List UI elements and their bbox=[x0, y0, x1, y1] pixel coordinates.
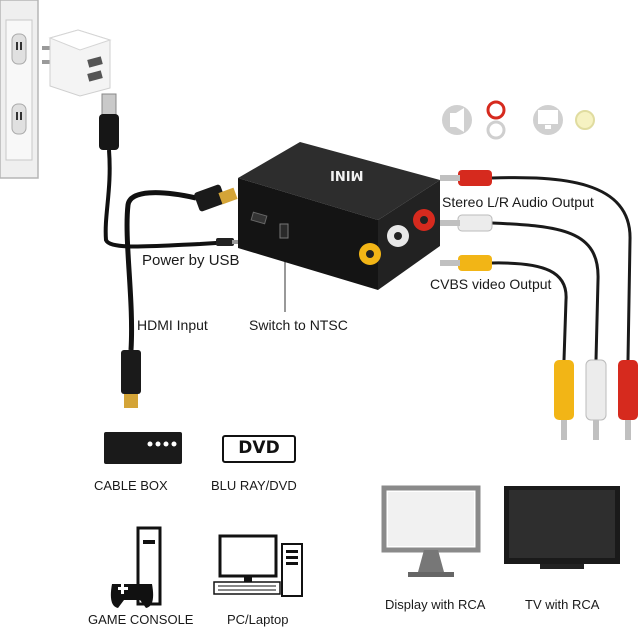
video-jack-icon bbox=[575, 110, 595, 130]
dvd-icon: DVD bbox=[222, 435, 296, 463]
stereo-output-label: Stereo L/R Audio Output bbox=[442, 194, 594, 210]
switch-ntsc-label: Switch to NTSC bbox=[249, 317, 348, 333]
source-label-cable-box: CABLE BOX bbox=[94, 478, 168, 493]
power-usb-label: Power by USB bbox=[142, 252, 240, 269]
monitor-icon bbox=[381, 485, 481, 577]
wall-outlet-icon bbox=[0, 0, 39, 179]
source-label-pc: PC/Laptop bbox=[227, 612, 289, 627]
cable-box-icon bbox=[104, 432, 182, 464]
usb-cable-icon bbox=[99, 93, 242, 249]
hdmi-cable-icon bbox=[121, 184, 238, 408]
cvbs-output-label: CVBS video Output bbox=[430, 276, 552, 292]
pc-laptop-icon bbox=[213, 534, 303, 597]
display-label-monitor: Display with RCA bbox=[385, 597, 486, 612]
speaker-icon bbox=[442, 105, 472, 135]
hdmi-input-label: HDMI Input bbox=[137, 317, 208, 333]
game-console-icon bbox=[110, 526, 162, 608]
converter-box-icon bbox=[238, 142, 440, 290]
source-label-game-console: GAME CONSOLE bbox=[88, 612, 194, 627]
device-logo: MINI bbox=[330, 167, 364, 182]
tv-icon bbox=[504, 486, 620, 569]
display-label-tv: TV with RCA bbox=[525, 597, 600, 612]
monitor-small-icon bbox=[533, 105, 563, 135]
audio-jack-icon bbox=[486, 100, 506, 140]
rca-cables-icon bbox=[440, 170, 638, 440]
usb-wall-adapter-icon bbox=[42, 29, 112, 97]
source-label-bluray: BLU RAY/DVD bbox=[211, 478, 297, 493]
